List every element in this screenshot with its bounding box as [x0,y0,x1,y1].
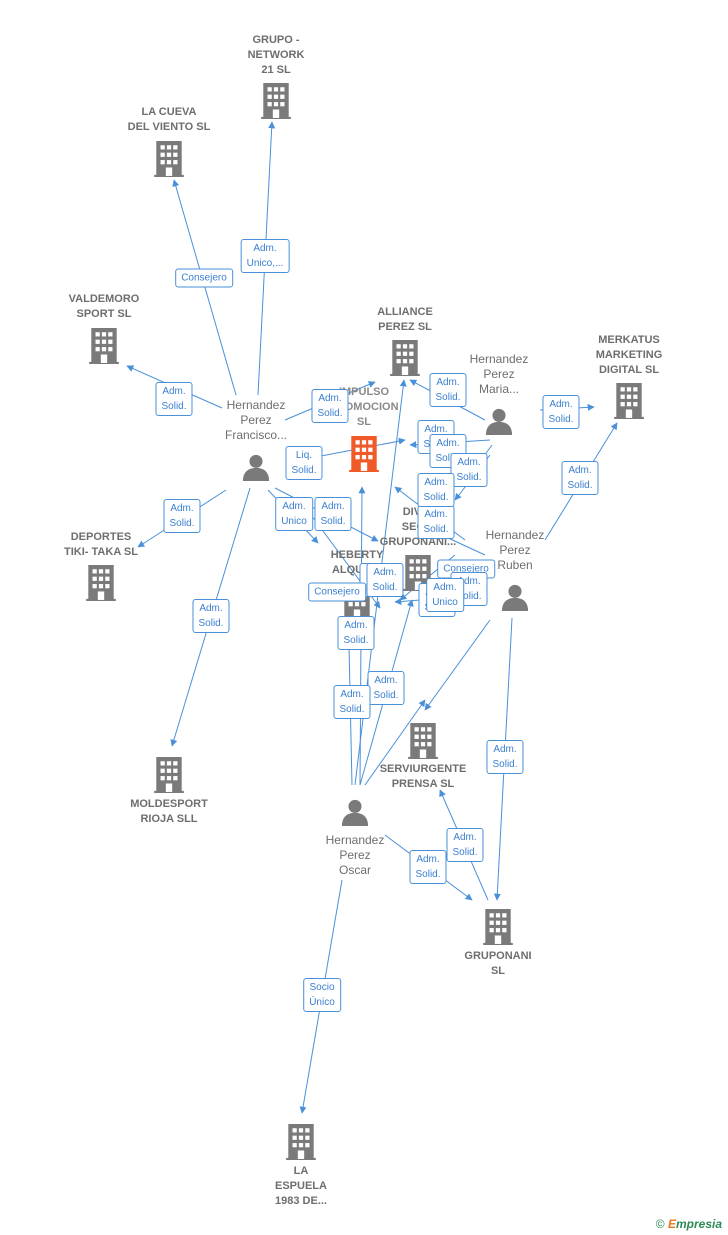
company-building-icon[interactable] [408,723,438,759]
company-building-icon[interactable] [614,383,644,419]
company-label-espuela[interactable]: LA ESPUELA 1983 DE... [275,1165,327,1207]
brand-initial: E [667,1217,676,1231]
company-label-merkatus[interactable]: MERKATUS MARKETING DIGITAL SL [595,334,663,376]
person-icon[interactable] [501,584,529,611]
edge-role-label: Adm. Solid. [446,828,484,862]
person-label-ruben[interactable]: Hernandez Perez Ruben [485,528,545,572]
company-building-icon[interactable] [390,340,420,376]
edge-role-label: Adm. Solid. [409,850,447,884]
edge-role-label: Adm. Solid. [542,395,580,429]
edge-role-label: Adm. Solid. [450,572,488,606]
company-building-icon[interactable] [154,141,184,177]
edge-role-label: Adm. Solid. [561,461,599,495]
relation-edge [364,699,426,786]
edge-role-label: Adm. Unico [275,497,313,531]
person-label-maria[interactable]: Hernandez Perez Maria... [469,352,529,396]
company-building-icon[interactable] [86,565,116,601]
edge-role-label: Adm. Solid. [337,616,375,650]
edge-role-label: Adm. Solid. [163,499,201,533]
edge-role-label: Adm. Solid. [450,453,488,487]
person-icon[interactable] [485,408,513,435]
relation-edge [172,179,237,396]
company-building-icon[interactable] [483,909,513,945]
company-label-deportes[interactable]: DEPORTES TIKI- TAKA SL [64,531,138,558]
edge-role-label: Adm. Solid. [417,473,455,507]
brand-rest: mpresia [675,1217,722,1231]
company-building-icon[interactable] [154,757,184,793]
person-label-francisco[interactable]: Hernandez Perez Francisco... [224,398,288,442]
company-building-icon[interactable] [261,83,291,119]
edge-role-label: Socio Único [303,978,341,1012]
relation-edge [394,598,421,605]
company-label-serviurgente[interactable]: SERVIURGENTE PRENSA SL [379,763,467,790]
company-label-alliance[interactable]: ALLIANCE PEREZ SL [377,306,433,333]
person-icon[interactable] [242,454,270,481]
brand-logo: Empresia [668,1217,722,1231]
relation-edge [424,619,491,711]
edge-role-label: Adm. Solid. [155,382,193,416]
company-label-valdemoro[interactable]: VALDEMORO SPORT SL [68,293,140,320]
edge-role-label: Adm. Solid. [366,563,404,597]
edge-role-label: Adm. Solid. [429,373,467,407]
edge-role-label: Consejero [175,268,233,288]
edge-role-label: Liq. Solid. [285,446,323,480]
company-label-cueva[interactable]: LA CUEVA DEL VIENTO SL [127,106,211,133]
footer-brand: © Empresia [656,1217,722,1231]
person-icon[interactable] [341,799,369,826]
edge-role-label: Adm. Solid. [311,389,349,423]
edge-role-label: Adm. Solid. [417,505,455,539]
edge-role-label: Adm. Solid. [333,685,371,719]
company-label-grupo[interactable]: GRUPO - NETWORK 21 SL [247,34,305,76]
edge-role-label: Adm. Solid. [314,497,352,531]
edge-role-label: Consejero [308,582,366,602]
person-label-oscar[interactable]: Hernandez Perez Oscar [325,833,385,877]
company-building-icon[interactable] [286,1124,316,1160]
edge-role-label: Adm. Solid. [192,599,230,633]
edge-role-label: Adm. Solid. [486,740,524,774]
copyright-symbol: © [655,1217,665,1231]
company-label-gruponani[interactable]: GRUPONANI SL [464,950,532,977]
company-building-icon[interactable] [89,328,119,364]
edge-role-label: Adm. Unico,... [240,239,290,273]
company-label-moldesport[interactable]: MOLDESPORT RIOJA SLL [130,798,208,825]
edge-role-label: Adm. Solid. [367,671,405,705]
company-building-icon[interactable] [349,436,379,472]
edge-role-label: Adm. Unico [426,578,464,612]
